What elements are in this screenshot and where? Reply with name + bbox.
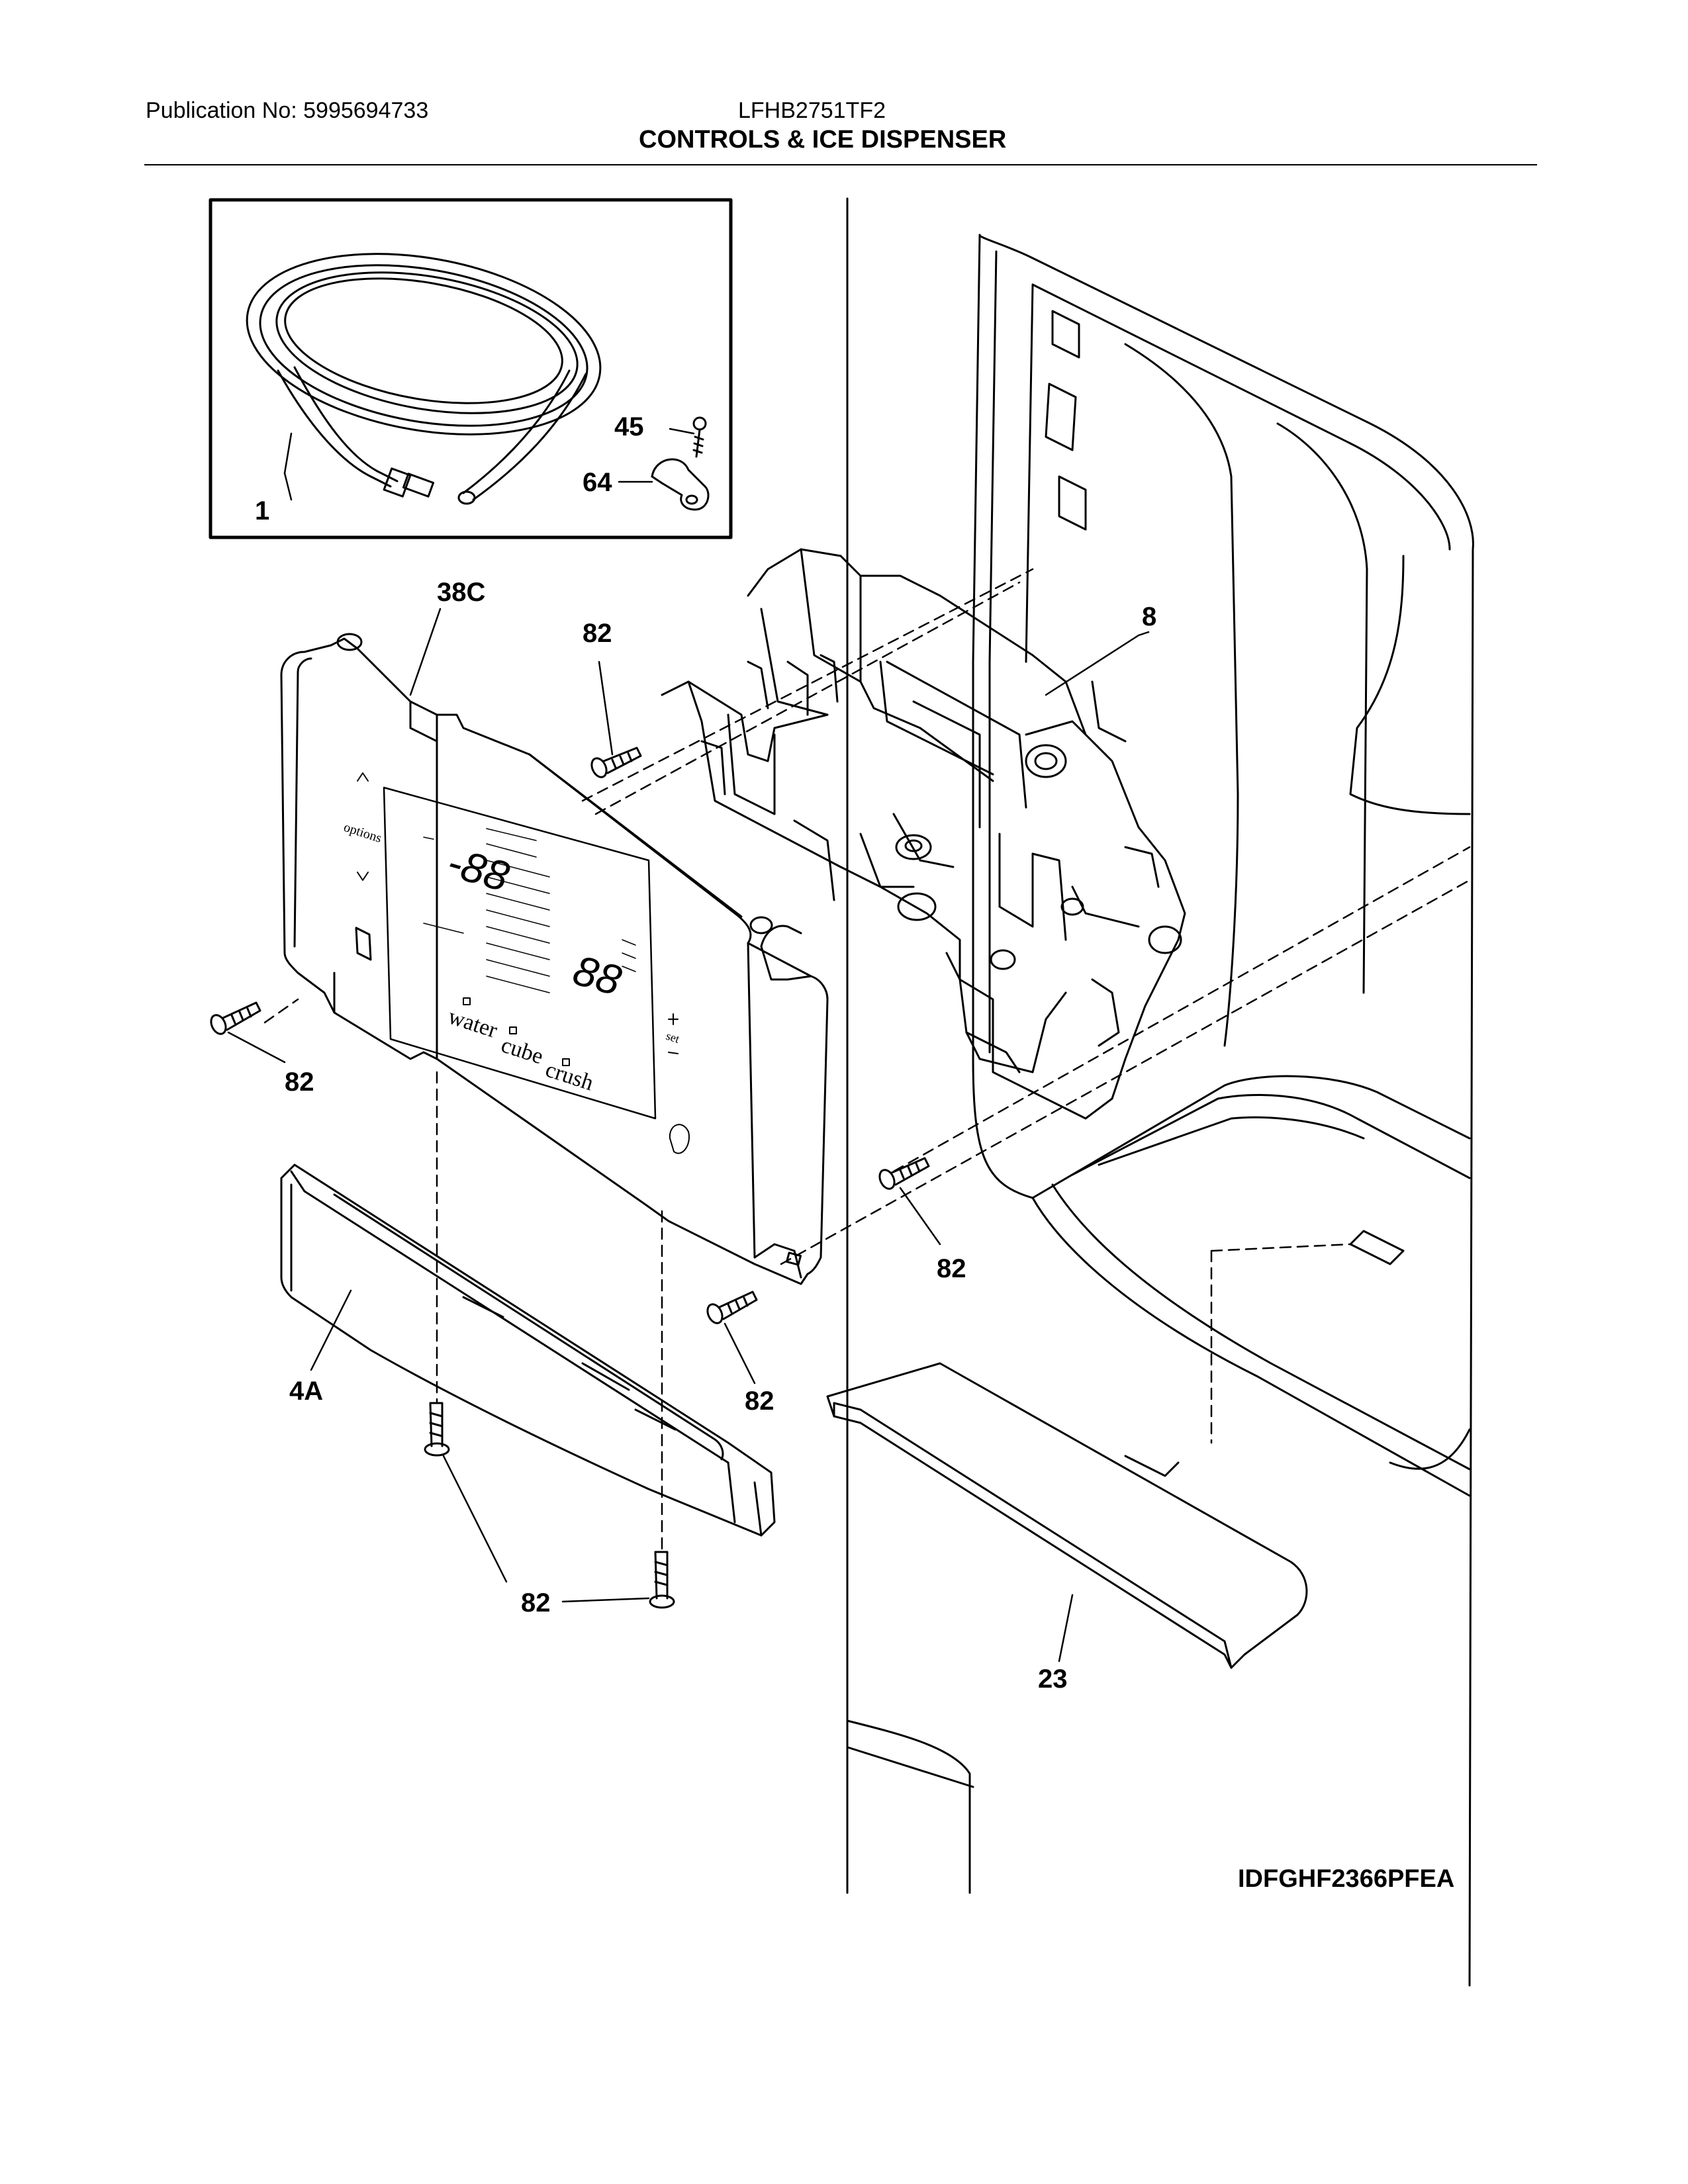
- callout-1: 1: [255, 496, 269, 525]
- callout-82-bottom: 82: [521, 1588, 551, 1617]
- callout-23: 23: [1038, 1664, 1068, 1694]
- diagram-code: IDFGHF2366PFEA: [1238, 1865, 1455, 1893]
- leader-1: [283, 472, 293, 501]
- clamp-64: [651, 458, 710, 511]
- leader-82-left: [227, 1031, 286, 1064]
- control-panel-38c: [280, 633, 829, 1285]
- display-digits-right: 88: [568, 946, 627, 1005]
- leader-82-top: [598, 660, 614, 756]
- screw-45: [692, 416, 707, 458]
- screw-82-top: [590, 747, 642, 778]
- screw-82-left: [210, 1001, 261, 1035]
- assembly-lines: [263, 568, 1471, 1550]
- screw-82-bottom-left: [424, 1402, 450, 1457]
- callout-82-top: 82: [583, 619, 612, 648]
- dispenser-mechanism: [661, 548, 1186, 1120]
- page-title: CONTROLS & ICE DISPENSER: [639, 126, 1007, 154]
- leader-82-right: [899, 1187, 941, 1246]
- crush-label: crush: [543, 1057, 596, 1095]
- screw-82-right: [878, 1157, 930, 1190]
- leader-4a: [310, 1289, 352, 1371]
- callout-45: 45: [614, 412, 644, 441]
- header-rule: [144, 164, 1537, 165]
- water-label: water: [445, 1004, 501, 1043]
- publication-number: Publication No: 5995694733: [146, 98, 429, 123]
- leader-82-bottom-a: [442, 1455, 508, 1583]
- screw-82-bottom-right: [649, 1551, 675, 1609]
- callout-82-mid: 82: [745, 1387, 774, 1416]
- drip-tray-23: [826, 1362, 1308, 1669]
- leader-82-bottom-b: [561, 1597, 650, 1603]
- panel-labels: options -88 88 water cube crush set: [342, 820, 681, 1096]
- trim-piece-4a: [280, 1163, 776, 1537]
- set-label: set: [665, 1029, 681, 1046]
- callout-82-left: 82: [285, 1068, 314, 1097]
- inset-box: [209, 198, 733, 539]
- screw-82-mid: [706, 1291, 758, 1324]
- water-tube-coil: [246, 253, 602, 505]
- model-number: LFHB2751TF2: [738, 98, 886, 123]
- leader-23: [1058, 1594, 1074, 1662]
- cube-label: cube: [498, 1032, 546, 1069]
- options-label: options: [342, 820, 383, 846]
- leader-82-mid: [724, 1322, 756, 1385]
- callout-82-right: 82: [937, 1254, 966, 1283]
- leader-8: [1045, 634, 1140, 696]
- callout-4a: 4A: [289, 1377, 323, 1406]
- leader-45: [669, 428, 695, 435]
- leader-38c: [409, 608, 442, 696]
- callout-38c: 38C: [437, 578, 485, 607]
- display-digits-left: -88: [442, 838, 514, 901]
- callout-64: 64: [583, 468, 612, 497]
- door-cavity: [846, 234, 1474, 1987]
- callout-8: 8: [1142, 602, 1156, 631]
